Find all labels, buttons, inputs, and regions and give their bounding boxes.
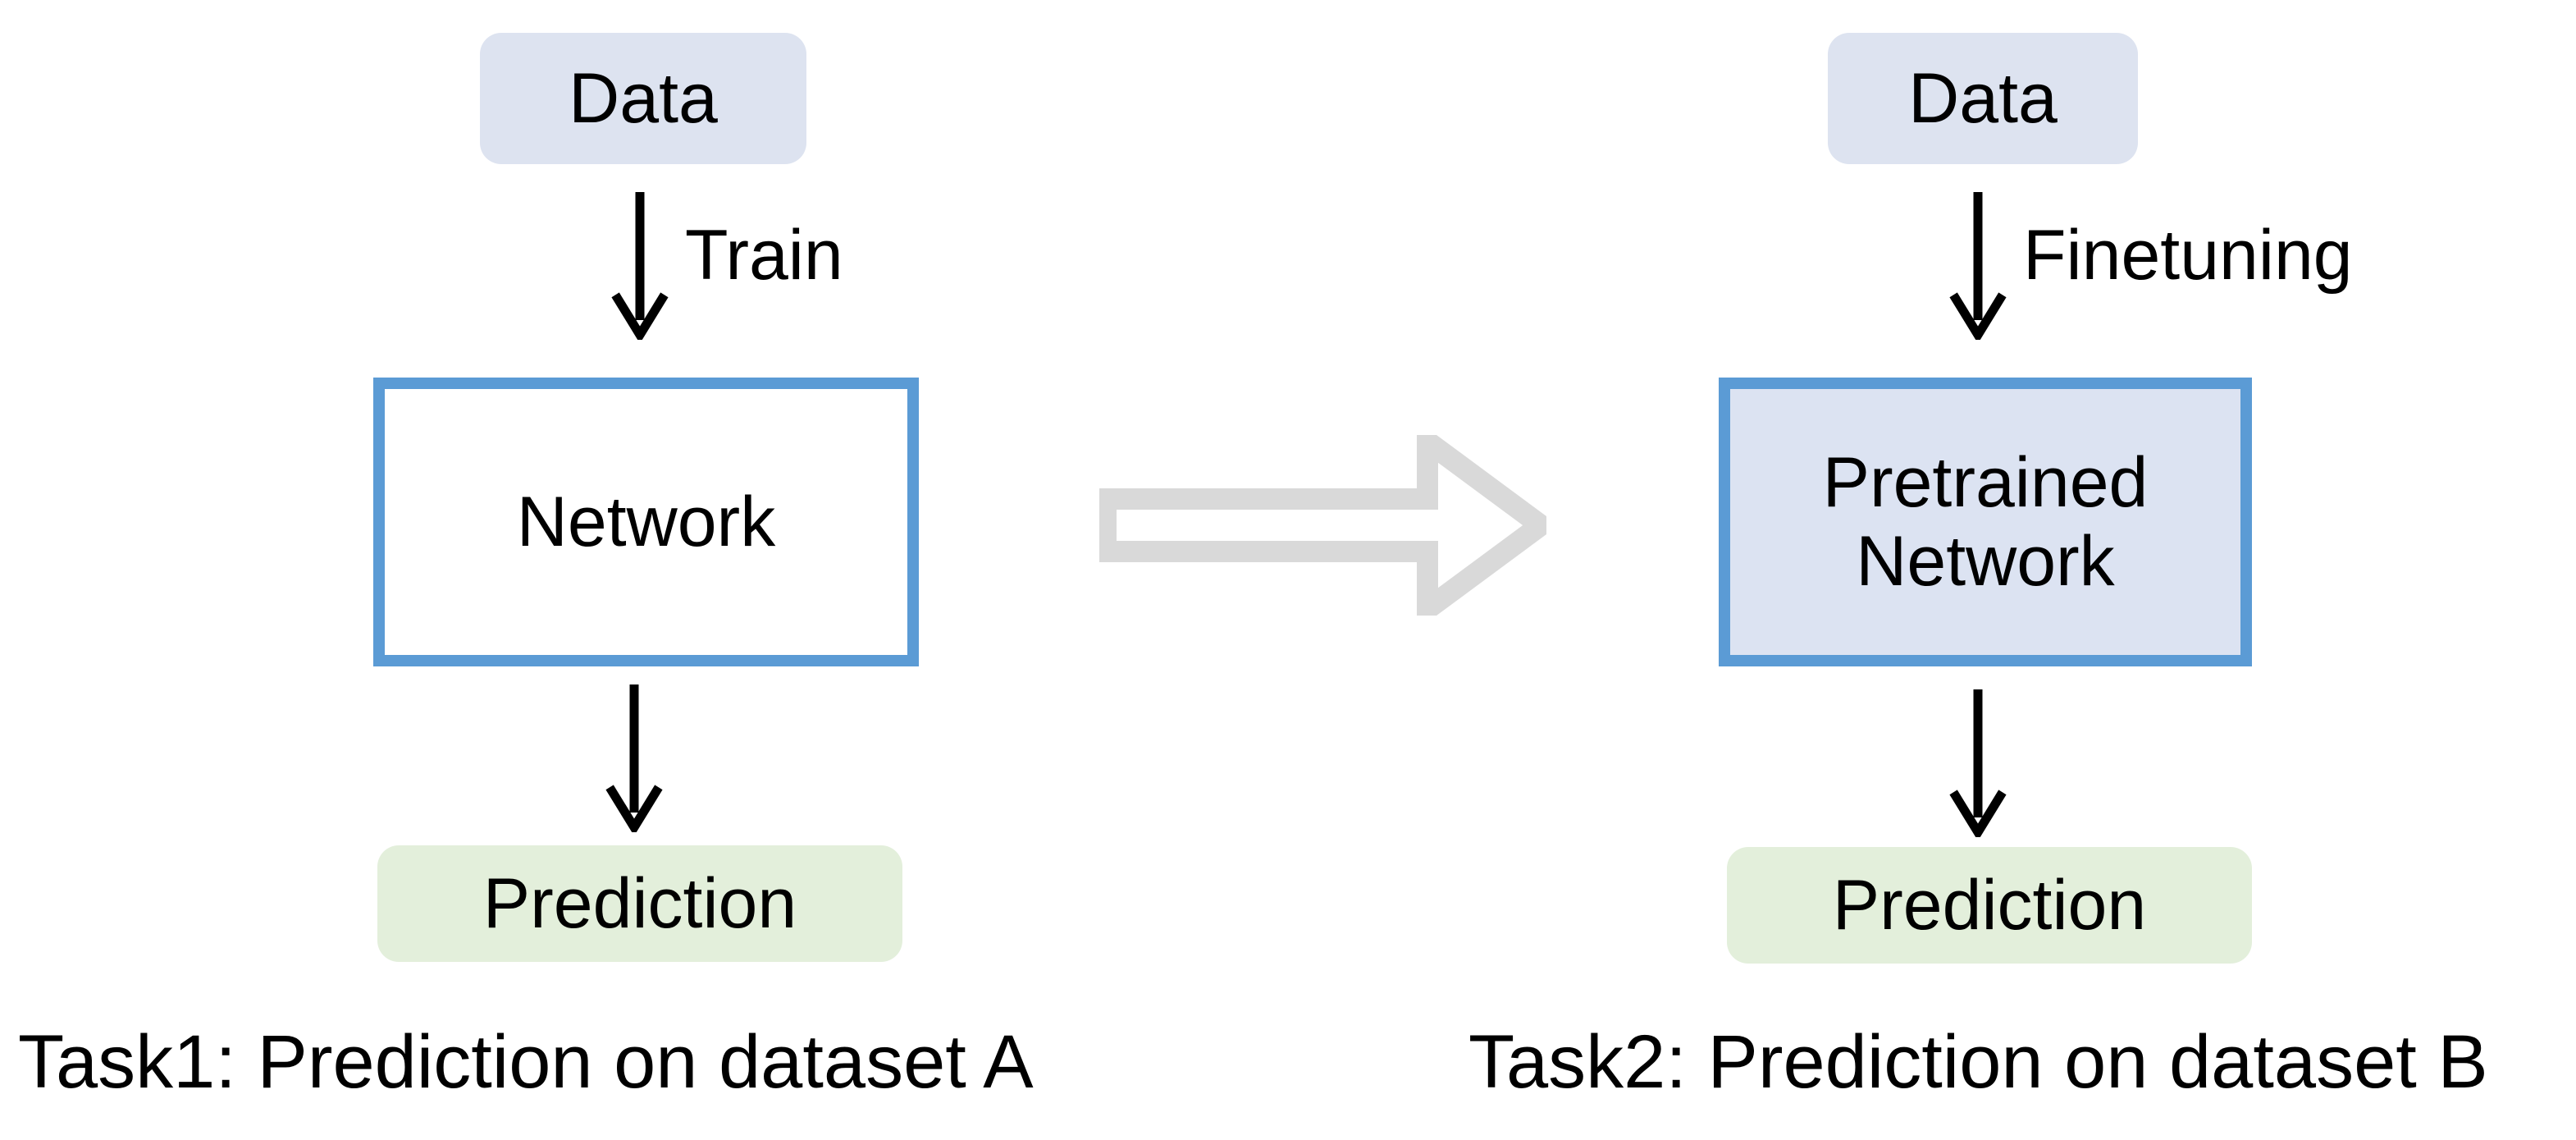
right-finetuning-arrow-icon	[1941, 190, 2015, 340]
right-prediction-box: Prediction	[1727, 847, 2252, 964]
left-task-caption: Task1: Prediction on dataset A	[18, 1020, 1034, 1104]
right-prediction-arrow-icon	[1941, 688, 2015, 837]
right-finetuning-label: Finetuning	[2023, 216, 2353, 295]
left-data-box: Data	[480, 33, 806, 164]
right-prediction-label: Prediction	[1832, 865, 2147, 945]
left-data-label: Data	[569, 58, 718, 138]
left-prediction-box: Prediction	[377, 845, 902, 962]
left-prediction-label: Prediction	[482, 863, 797, 943]
left-train-label: Train	[685, 216, 843, 295]
right-pretrained-network-box: Pretrained Network	[1719, 378, 2252, 666]
right-task-caption: Task2: Prediction on dataset B	[1468, 1020, 2488, 1104]
right-data-label: Data	[1908, 58, 2058, 138]
left-train-arrow-icon	[603, 190, 677, 340]
transition-right-arrow-icon	[1099, 435, 1546, 616]
left-network-box: Network	[373, 378, 919, 666]
right-pretrained-network-label: Pretrained Network	[1822, 442, 2149, 601]
right-data-box: Data	[1828, 33, 2138, 164]
left-network-label: Network	[516, 482, 776, 561]
left-prediction-arrow-icon	[597, 683, 671, 832]
